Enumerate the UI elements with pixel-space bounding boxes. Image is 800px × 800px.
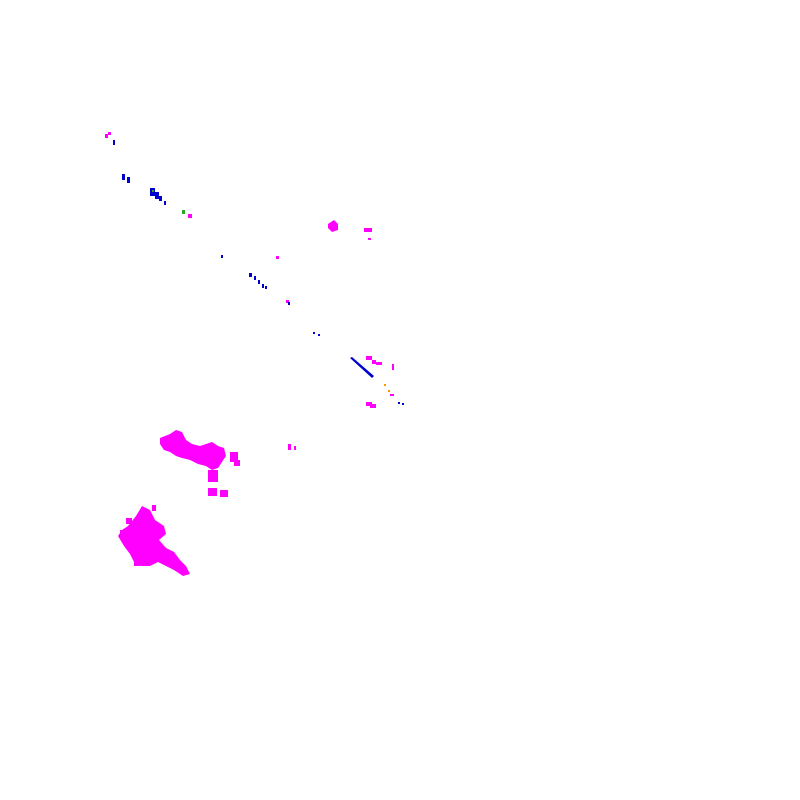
echo-cell: [265, 286, 267, 289]
echo-cell: [152, 505, 156, 511]
echo-cell: [390, 394, 394, 396]
echo-cell: [105, 134, 108, 138]
echo-cell: [249, 273, 252, 277]
echo-cell: [258, 280, 260, 284]
echo-cell: [366, 356, 372, 360]
echo-cell: [160, 430, 226, 470]
echo-cell: [126, 518, 132, 524]
echo-cell: [384, 384, 386, 386]
echo-cell: [164, 201, 166, 205]
echo-cell: [276, 256, 279, 259]
echo-cell: [127, 177, 130, 183]
echo-cell: [372, 360, 376, 364]
echo-cell: [155, 192, 159, 199]
echo-cell: [134, 560, 140, 566]
echo-cell: [318, 334, 320, 336]
echo-cell: [152, 190, 154, 192]
echo-cell: [368, 238, 371, 240]
echo-cell: [376, 362, 382, 365]
echo-cell: [254, 276, 256, 280]
echo-cell: [122, 174, 125, 180]
orange-returns-layer: [384, 384, 390, 392]
echo-cell: [188, 214, 192, 218]
echo-cell: [350, 357, 374, 378]
echo-cell: [294, 446, 296, 450]
echo-cell: [120, 530, 125, 535]
echo-cell: [402, 403, 404, 405]
echo-cell: [366, 402, 372, 406]
echo-cell: [370, 404, 376, 408]
echo-cluster-southwest: [118, 505, 190, 576]
echo-scatter: [105, 132, 394, 450]
echo-cell: [221, 255, 223, 258]
echo-cell: [220, 490, 228, 497]
echo-cell: [262, 284, 264, 288]
magenta-returns-layer: [105, 132, 394, 576]
echo-cell: [159, 196, 162, 201]
echo-cell: [364, 228, 372, 232]
echo-cell: [392, 364, 394, 370]
echo-cluster-west: [160, 430, 240, 497]
echo-cell: [182, 210, 185, 214]
echo-cell: [288, 444, 291, 450]
echo-cell: [118, 506, 190, 576]
echo-cell: [286, 300, 289, 303]
echo-cell: [398, 402, 400, 404]
echo-cell: [208, 470, 218, 482]
echo-cell: [113, 140, 115, 145]
echo-cell: [208, 488, 217, 496]
echo-cell: [328, 220, 338, 232]
echo-cell: [230, 452, 238, 462]
green-returns-layer: [152, 190, 185, 214]
echo-cell: [108, 132, 111, 135]
echo-cell: [388, 390, 390, 392]
echo-cell: [234, 460, 240, 466]
echo-cell: [313, 332, 315, 334]
echo-cell: [288, 302, 290, 305]
